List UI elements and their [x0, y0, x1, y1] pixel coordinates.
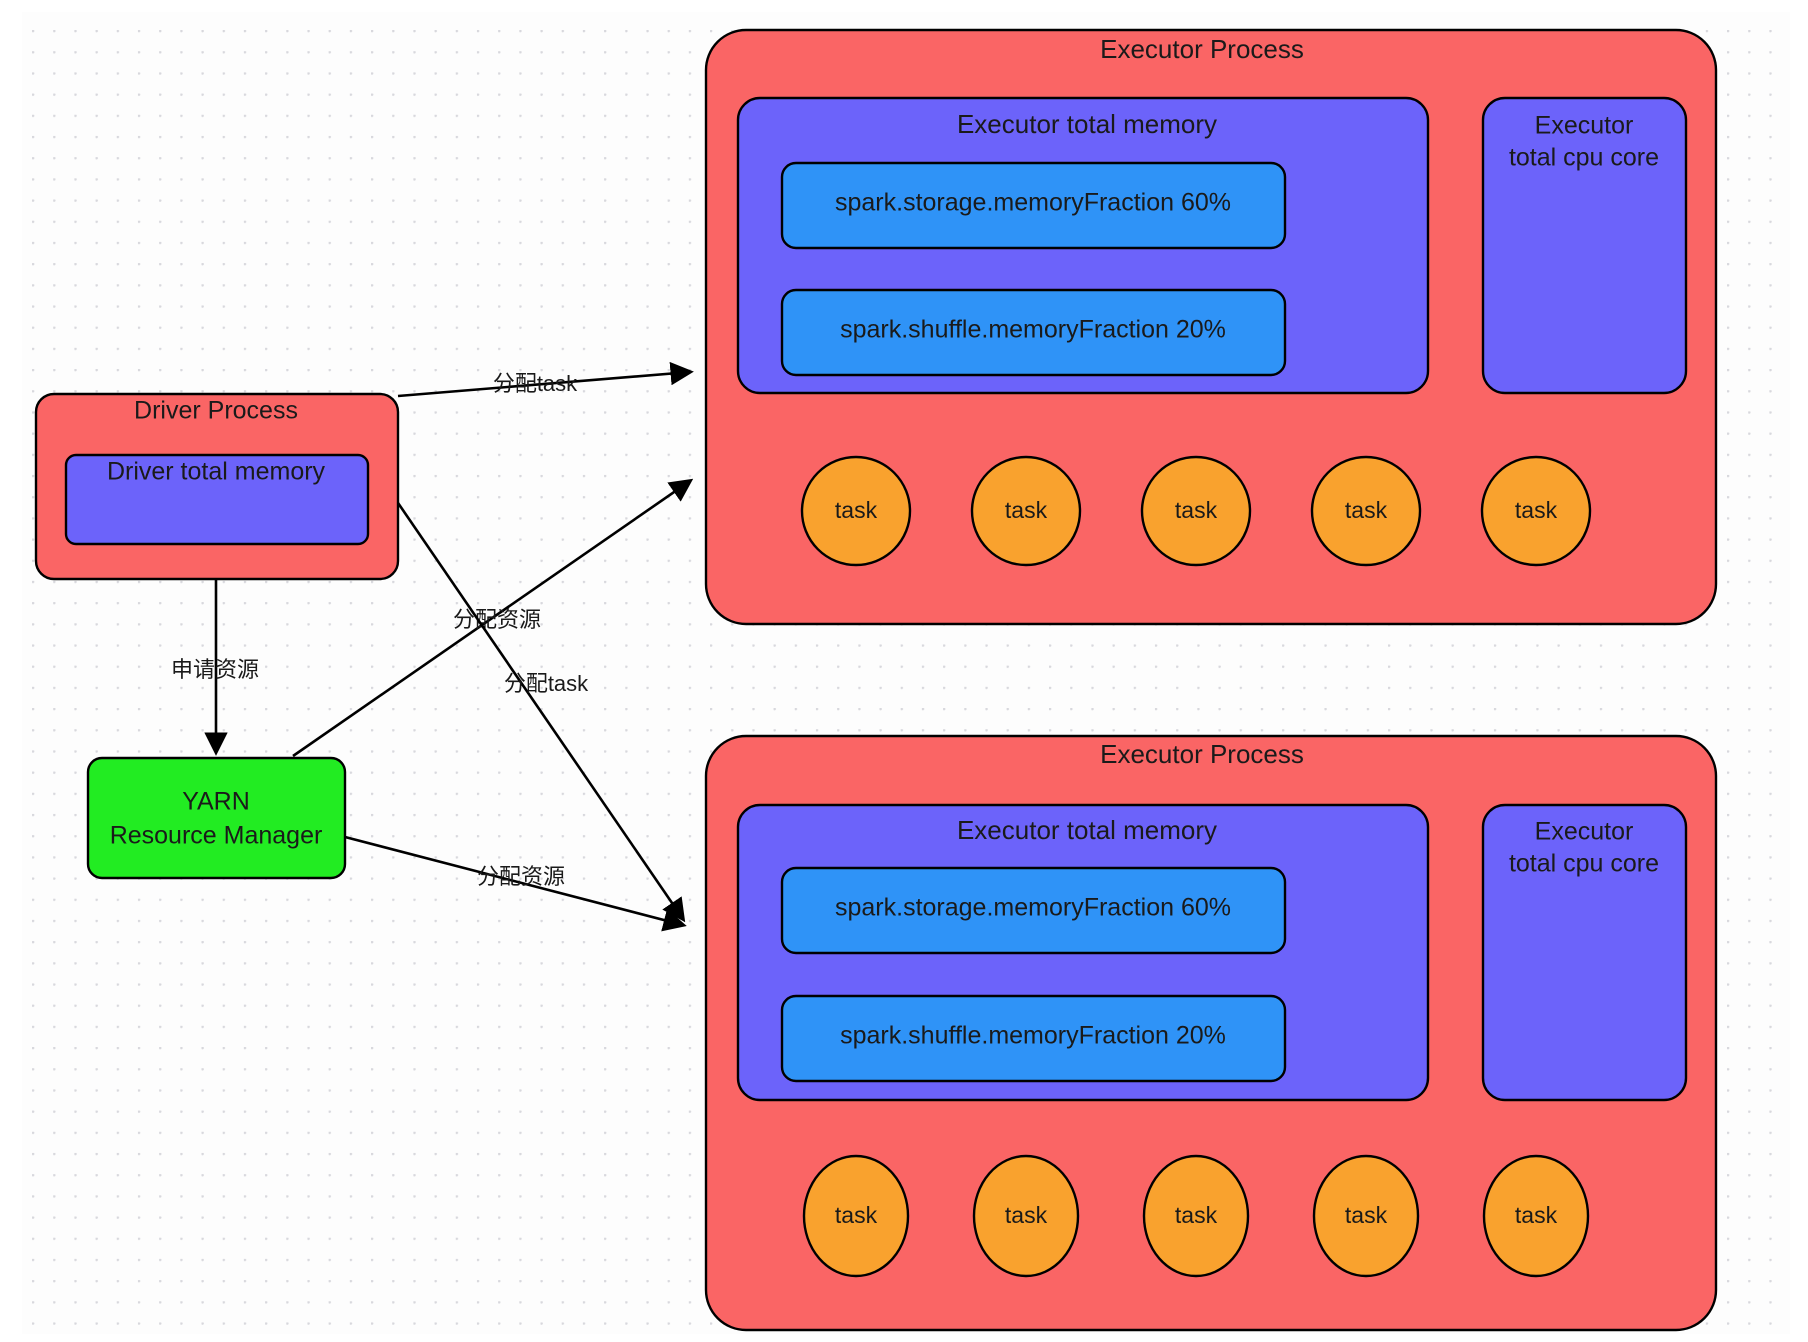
executor-1-storage-fraction-label: spark.storage.memoryFraction 60%	[835, 189, 1231, 217]
task-node[interactable]	[1482, 1154, 1590, 1278]
executor-2-cpu-core-line1: Executor	[1535, 818, 1634, 846]
yarn-resource-manager-box[interactable]	[86, 756, 347, 880]
edges-layer: 分配task 申请资源 分配资源 分配task 分配资源	[171, 361, 694, 932]
task-label: task	[1005, 1202, 1048, 1228]
task-node[interactable]	[800, 455, 912, 567]
task-label: task	[835, 1202, 878, 1228]
executor-1-total-cpu-core-box[interactable]	[1481, 96, 1688, 395]
executor-2-cpu-core-line2: total cpu core	[1509, 850, 1659, 878]
task-label: task	[1345, 1202, 1388, 1228]
executor-2-task-row: task task task task task	[802, 1154, 1590, 1278]
driver-total-memory-label: Driver total memory	[107, 458, 326, 486]
yarn-label-line1: YARN	[182, 788, 250, 816]
executor-1-task-row: task task task task task	[800, 455, 1592, 567]
executor-1-shuffle-fraction-label: spark.shuffle.memoryFraction 20%	[840, 316, 1226, 344]
executor-process-1-group[interactable]: Executor Process Executor total memory s…	[704, 28, 1718, 626]
edge-driver-to-exec2-task	[394, 499, 686, 923]
executor-2-shuffle-fraction-label: spark.shuffle.memoryFraction 20%	[840, 1022, 1226, 1050]
executor-1-total-memory-title: Executor total memory	[957, 109, 1217, 139]
executor-process-1-title: Executor Process	[1100, 34, 1304, 64]
executor-1-shuffle-fraction-box[interactable]	[780, 288, 1287, 377]
driver-total-memory-box[interactable]	[64, 453, 370, 546]
edge-label-yarn-to-exec1: 分配资源	[453, 607, 541, 632]
task-node[interactable]	[1140, 455, 1252, 567]
edge-driver-to-exec1-task	[397, 361, 694, 398]
task-label: task	[835, 497, 878, 523]
task-label: task	[1515, 497, 1558, 523]
task-label: task	[1515, 1202, 1558, 1228]
executor-process-2-title: Executor Process	[1100, 739, 1304, 769]
task-node[interactable]	[802, 1154, 910, 1278]
executor-process-2-group[interactable]: Executor Process Executor total memory s…	[704, 734, 1718, 1332]
task-label: task	[1005, 497, 1048, 523]
driver-process-group[interactable]: Driver Process Driver total memory	[34, 392, 400, 581]
task-label: task	[1345, 497, 1388, 523]
edge-label-driver-to-exec2-task: 分配task	[504, 671, 589, 696]
task-node[interactable]	[970, 455, 1082, 567]
task-label: task	[1175, 497, 1218, 523]
edge-yarn-to-exec1	[292, 478, 694, 758]
task-node[interactable]	[1480, 455, 1592, 567]
executor-1-storage-fraction-box[interactable]	[780, 161, 1287, 250]
task-node[interactable]	[1310, 455, 1422, 567]
executor-2-storage-fraction-label: spark.storage.memoryFraction 60%	[835, 894, 1231, 922]
task-label: task	[1175, 1202, 1218, 1228]
executor-2-storage-fraction-box[interactable]	[780, 866, 1287, 955]
edge-yarn-to-exec2	[344, 835, 687, 932]
executor-2-shuffle-fraction-box[interactable]	[780, 994, 1287, 1083]
driver-process-title: Driver Process	[134, 397, 298, 425]
edge-label-yarn-to-exec2: 分配资源	[477, 864, 565, 889]
edge-label-driver-to-exec1-task: 分配task	[493, 371, 578, 396]
task-node[interactable]	[972, 1154, 1080, 1278]
executor-2-total-memory-title: Executor total memory	[957, 815, 1217, 845]
task-node[interactable]	[1312, 1154, 1420, 1278]
task-node[interactable]	[1142, 1154, 1250, 1278]
executor-1-cpu-core-line2: total cpu core	[1509, 144, 1659, 172]
executor-2-total-cpu-core-box[interactable]	[1481, 803, 1688, 1102]
executor-1-cpu-core-line1: Executor	[1535, 112, 1634, 140]
yarn-label-line2: Resource Manager	[110, 822, 323, 850]
edge-label-driver-to-yarn: 申请资源	[171, 657, 259, 682]
yarn-resource-manager-group[interactable]: YARN Resource Manager	[86, 756, 347, 880]
